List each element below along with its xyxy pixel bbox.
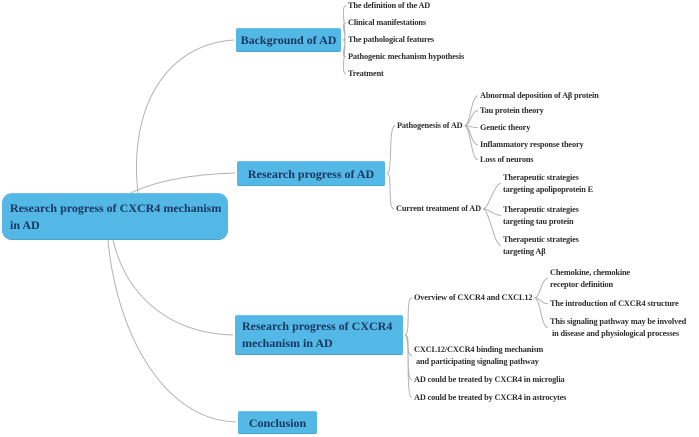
node-background-of-ad: Background of AD <box>236 28 341 52</box>
connector-line <box>112 239 234 336</box>
leaf-line1: Therapeutic strategies <box>503 173 579 182</box>
leaf-inflammatory-theory: Inflammatory response theory <box>480 140 584 149</box>
connector-line <box>482 183 502 210</box>
connector-line <box>534 297 549 328</box>
connector-line <box>342 39 347 75</box>
connector-line <box>464 125 479 146</box>
leaf-line1: This signaling pathway may be involved <box>550 317 687 326</box>
node-label: Conclusion <box>248 415 307 430</box>
leaf-cxcr4-structure-introduction: The introduction of CXCR4 structure <box>550 299 679 308</box>
leaf-line2: targeting apolipoprotein E <box>503 184 593 194</box>
leaf-line2: and participating signaling pathway <box>416 356 539 366</box>
leaf-cxcl12-cxcr4-binding-mechanism: CXCL12/CXCR4 binding mechanism and parti… <box>414 344 543 367</box>
leaf-abnormal-abeta-deposition: Abnormal deposition of Aβ protein <box>480 91 599 100</box>
connector-line <box>386 125 396 174</box>
leaf-line1: CXCL12/CXCR4 binding mechanism <box>414 345 544 354</box>
connector-line <box>404 334 413 399</box>
leaf-pathogenic-hypothesis: Pathogenic mechanism hypothesis <box>348 52 465 61</box>
leaf-loss-of-neurons: Loss of neurons <box>480 155 534 164</box>
node-label: Research progress of AD <box>247 166 375 181</box>
leaf-cxcr4-microglia: AD could be treated by CXCR4 in microgli… <box>414 375 565 384</box>
connector-line <box>386 173 395 210</box>
leaf-definition-of-ad: The definition of the AD <box>348 1 431 10</box>
leaf-treatment: Treatment <box>348 69 384 78</box>
leaf-line1: Chemokine, chemokine <box>550 268 630 277</box>
connector-line <box>464 95 479 127</box>
leaf-line2: receptor definition <box>550 279 613 289</box>
leaf-clinical-manifestations: Clinical manifestations <box>348 18 426 27</box>
node-conclusion: Conclusion <box>238 411 317 434</box>
node-cxcr4-mechanism-in-ad: Research progress of CXCR4 mechanism in … <box>235 315 403 355</box>
root-node: Research progress of CXCR4 mechanism in … <box>2 193 228 240</box>
connector-line <box>404 297 413 336</box>
connector-line <box>482 208 502 246</box>
leaf-tau-protein-theory: Tau protein theory <box>480 106 544 115</box>
leaf-strategies-tau-protein: Therapeutic strategies targeting tau pro… <box>503 204 579 227</box>
node-research-progress-of-ad: Research progress of AD <box>237 161 385 186</box>
root-label-line1: Research progress of CXCR4 mechanism <box>10 201 222 215</box>
connector-line <box>534 278 549 299</box>
leaf-line1: Therapeutic strategies <box>503 205 579 214</box>
leaf-cxcr4-astrocytes: AD could be treated by CXCR4 in astrocyt… <box>414 393 567 402</box>
node-label-line1: Research progress of CXCR4 <box>242 319 393 333</box>
leaf-strategies-apolipoprotein-e: Therapeutic strategies targeting apolipo… <box>503 172 593 195</box>
connector-line <box>107 239 237 423</box>
leaf-line2: targeting Aβ <box>503 246 546 256</box>
leaf-pathological-features: The pathological features <box>348 35 434 44</box>
subnode-pathogenesis-of-ad: Pathogenesis of AD <box>397 121 463 130</box>
connector-line <box>464 125 479 161</box>
leaf-genetic-theory: Genetic theory <box>480 123 531 132</box>
node-label-line2: mechanism in AD <box>242 336 333 350</box>
leaf-line2: in disease and physiological processes <box>552 328 679 338</box>
leaf-signaling-pathway-involvement: This signaling pathway may be involved i… <box>550 316 686 339</box>
root-label-line2: in AD <box>10 218 40 232</box>
subnode-current-treatment-of-ad: Current treatment of AD <box>396 204 481 213</box>
connector-line <box>130 172 236 194</box>
connector-line <box>136 39 235 194</box>
leaf-strategies-abeta: Therapeutic strategies targeting Aβ <box>503 234 579 257</box>
node-label: Background of AD <box>240 33 337 47</box>
subnode-overview-cxcr4-cxcl12: Overview of CXCR4 and CXCL12 <box>414 293 533 302</box>
leaf-chemokine-definition: Chemokine, chemokine receptor definition <box>550 267 630 290</box>
leaf-line1: Therapeutic strategies <box>503 235 579 244</box>
leaf-line2: targeting tau protein <box>503 216 574 226</box>
